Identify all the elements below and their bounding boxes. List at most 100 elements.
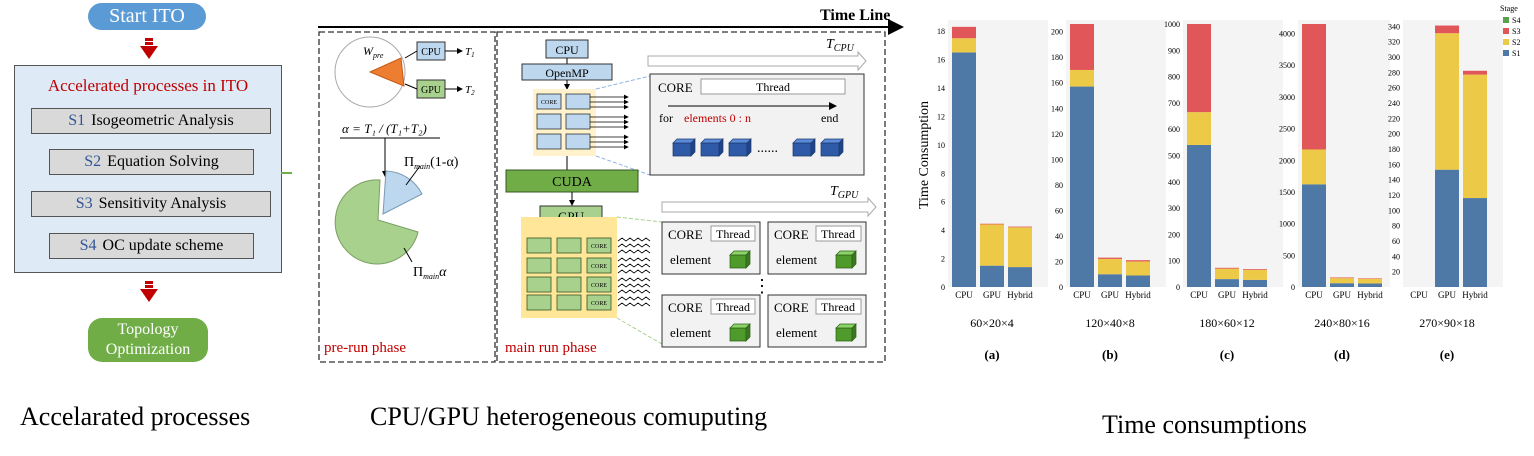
y-tick-label: 14 [937, 84, 945, 93]
bar-segment-s3 [1463, 70, 1487, 75]
y-tick-label: 400 [1168, 178, 1180, 187]
svg-text:CORE: CORE [668, 300, 703, 315]
panel-mesh-label: 180×60×12 [1199, 316, 1255, 330]
bar-segment-s2 [1463, 74, 1487, 199]
bar-segment-s2 [952, 38, 976, 53]
loop-for: for [659, 111, 673, 125]
y-tick-label: 60 [1055, 206, 1063, 215]
loop-range: elements 0 : n [684, 111, 751, 125]
svg-text:Thread: Thread [716, 227, 750, 241]
bar-segment-s1 [1008, 267, 1032, 287]
bar-segment-s1 [1243, 279, 1267, 287]
y-tick-label: 300 [1388, 53, 1400, 62]
x-tick-label: CPU [1410, 290, 1428, 300]
svg-text:CORE: CORE [591, 244, 607, 250]
step-code: S4 [79, 237, 97, 254]
y-tick-label: 3000 [1279, 93, 1295, 102]
step-label: OC update scheme [102, 237, 224, 254]
bar-segment-s3 [1070, 24, 1094, 70]
bar-segment-s2 [1187, 112, 1211, 145]
bar-segment-s1 [1187, 144, 1211, 287]
y-tick-label: 18 [937, 27, 945, 36]
bar-segment-s2 [1435, 33, 1459, 170]
t2-label: T2 [465, 84, 475, 97]
bar-segment-s3 [1215, 267, 1239, 269]
y-tick-label: 80 [1055, 181, 1063, 190]
vertical-ellipsis: ⋮ [753, 276, 771, 296]
y-tick-label: 800 [1168, 73, 1180, 82]
bar-segment-s3 [952, 26, 976, 39]
x-tick-label: CPU [1073, 290, 1091, 300]
gpu-wave-threads [617, 237, 651, 307]
y-tick-label: 140 [1051, 104, 1063, 113]
bar-segment-s3 [1008, 226, 1032, 228]
t1-label: T1 [465, 46, 475, 59]
arrow-down-icon [140, 38, 158, 59]
step-label: Sensitivity Analysis [98, 195, 227, 212]
start-ito-label: Start ITO [109, 5, 185, 27]
pi-main-one-minus-label: Πmain(1-α) [404, 155, 459, 171]
x-tick-label: Hybrid [1242, 290, 1268, 300]
alpha-formula: α = T₁ / (T₁+T₂) [342, 121, 427, 136]
element-cubes-blue [672, 138, 844, 157]
svg-text:element: element [670, 252, 712, 267]
panel-mesh-label: 270×90×18 [1419, 316, 1475, 330]
x-tick-label: Hybrid [1125, 290, 1151, 300]
y-tick-label: 40 [1392, 252, 1400, 261]
svg-text:CORE: CORE [591, 264, 607, 270]
svg-text:element: element [670, 325, 712, 340]
svg-text:element: element [776, 252, 818, 267]
y-tick-label: 100 [1168, 257, 1180, 266]
y-tick-label: 180 [1051, 53, 1063, 62]
bar-segment-s3 [1098, 257, 1122, 259]
legend-swatch-s3 [1503, 28, 1509, 34]
svg-text:Thread: Thread [821, 227, 855, 241]
bar-segment-s1 [1098, 274, 1122, 287]
prerun-gpu-label: GPU [421, 85, 442, 96]
y-tick-label: 320 [1388, 38, 1400, 47]
y-tick-label: 600 [1168, 125, 1180, 134]
svg-text:CORE: CORE [774, 227, 809, 242]
panel-id-label: (e) [1440, 347, 1454, 362]
mainrun-frame [496, 31, 886, 363]
gpu-core-grid [526, 237, 612, 311]
mainrun-label: main run phase [505, 340, 597, 356]
legend-entry: S1 [1512, 49, 1520, 58]
bar-segment-s2 [1302, 149, 1326, 185]
x-tick-label: GPU [1218, 290, 1237, 300]
gpu-thread-box: CORE Thread element [767, 294, 867, 348]
y-tick-label: 500 [1283, 251, 1295, 260]
end-line1: Topology [117, 321, 179, 338]
box-title: Accelerated processes in ITO [47, 76, 249, 95]
x-tick-label: CPU [955, 290, 973, 300]
svg-text:Thread: Thread [821, 300, 855, 314]
bar-segment-s1 [952, 52, 976, 287]
y-tick-label: 16 [937, 56, 945, 65]
x-tick-label: CPU [1305, 290, 1323, 300]
legend-title: Stage [1500, 4, 1518, 13]
y-tick-label: 12 [937, 112, 945, 121]
cuda-label: CUDA [552, 175, 593, 190]
prerun-cpu-label: CPU [421, 47, 441, 58]
y-tick-label: 2000 [1279, 156, 1295, 165]
legend-entry: S2 [1512, 38, 1520, 47]
step-label: Equation Solving [107, 153, 219, 170]
bar-segment-s1 [1302, 184, 1326, 287]
bar-segment-s2 [980, 224, 1004, 266]
right-caption: Time consumptions [1102, 410, 1307, 439]
y-tick-label: 180 [1388, 145, 1400, 154]
bar-segment-s3 [1302, 24, 1326, 150]
svg-text:Thread: Thread [716, 300, 750, 314]
y-tick-label: 260 [1388, 84, 1400, 93]
y-tick-label: 300 [1168, 204, 1180, 213]
wpre-slice [368, 57, 405, 87]
y-tick-label: 0 [1176, 283, 1180, 292]
y-tick-label: 340 [1388, 22, 1400, 31]
legend-entry: S4 [1512, 16, 1520, 25]
legend-swatch-s4 [1503, 17, 1509, 23]
bar-segment-s2 [1330, 278, 1354, 284]
x-tick-label: GPU [1333, 290, 1352, 300]
y-tick-label: 200 [1168, 230, 1180, 239]
svg-text:CORE: CORE [591, 301, 607, 307]
